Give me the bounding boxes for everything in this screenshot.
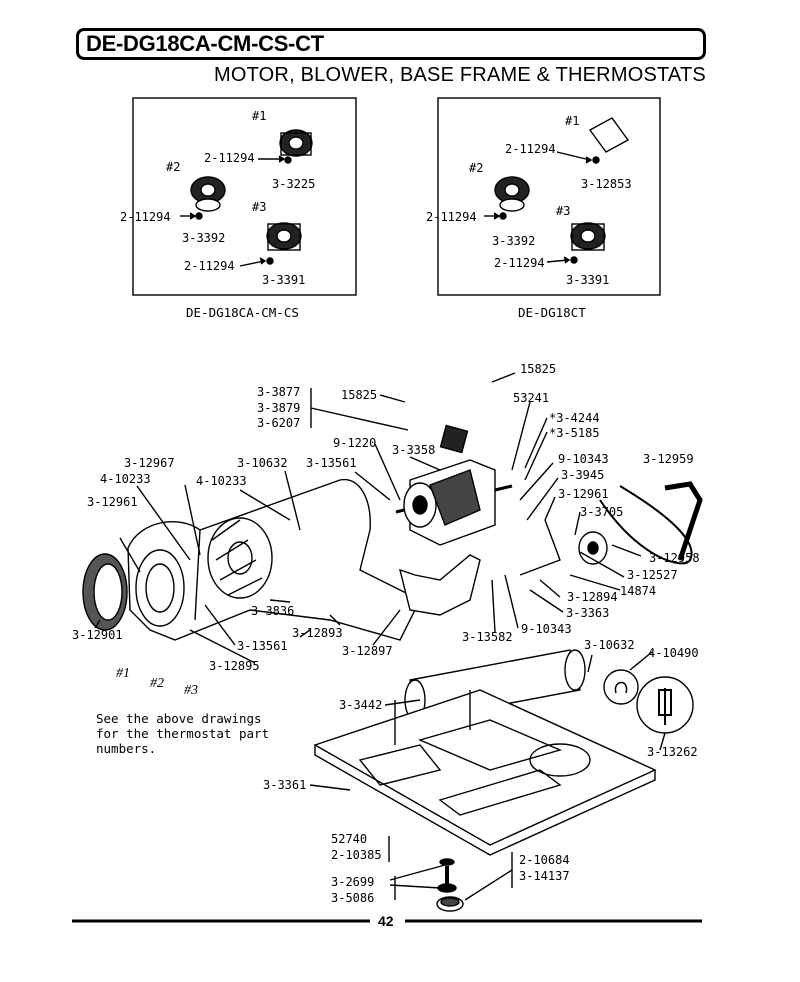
part-label-3-3442: 3-3442 (339, 698, 383, 712)
part-label-3-5086: 3-5086 (331, 891, 375, 905)
inset-left-frame (132, 97, 357, 296)
part-label-3-4244: *3-4244 (549, 411, 600, 425)
inset-right-thermostat-3-tag: #3 (556, 204, 571, 218)
part-label-9-10343-a: 9-10343 (558, 452, 609, 466)
part-label-3-3363: 3-3363 (566, 606, 610, 620)
part-label-3-12961-a: 3-12961 (87, 495, 138, 509)
part-label-3-13561-a: 3-13561 (306, 456, 357, 470)
part-label-3-6207: 3-6207 (257, 416, 301, 430)
inset-right-caption: DE-DG18CT (518, 305, 586, 320)
part-label-3-3361: 3-3361 (263, 778, 307, 792)
thermostat-1-left-icon (279, 129, 313, 157)
blower-seal-ring-icon (82, 553, 128, 631)
inset-left-part-3-label: 3-3391 (262, 273, 306, 287)
part-label-3-3879: 3-3879 (257, 401, 301, 415)
part-label-3-13561-b: 3-13561 (237, 639, 288, 653)
part-label-3-3945: 3-3945 (561, 468, 605, 482)
blower-housing-icon (127, 478, 421, 641)
thermostat-3-position-tag: #3 (184, 683, 198, 698)
part-label-3-12961-b: 3-12961 (558, 487, 609, 501)
base-frame-icon (313, 689, 657, 856)
part-label-3-3705: 3-3705 (580, 505, 624, 519)
part-label-3-2699: 3-2699 (331, 875, 375, 889)
part-label-4-10490: 4-10490 (648, 646, 699, 660)
idler-pulley-icon (519, 519, 608, 576)
inset-left-thermostat-3-tag: #3 (252, 200, 267, 214)
part-label-9-1220: 9-1220 (333, 436, 377, 450)
part-label-3-13262: 3-13262 (647, 745, 698, 759)
inset-right-thermostat-1-tag: #1 (565, 114, 580, 128)
part-label-15825-a: 15825 (341, 388, 378, 402)
part-label-3-12894: 3-12894 (567, 590, 618, 604)
part-label-2-10684: 2-10684 (519, 853, 570, 867)
part-label-3-3358: 3-3358 (392, 443, 436, 457)
part-label-3-10632-b: 3-10632 (584, 638, 635, 652)
thermostat-2-position-tag: #2 (150, 676, 164, 691)
thermostat-note: See the above drawings for the thermosta… (96, 711, 270, 756)
inset-left-caption: DE-DG18CA-CM-CS (186, 305, 299, 320)
part-label-9-10343-b: 9-10343 (521, 622, 572, 636)
drive-belt-icon (599, 481, 703, 565)
leveling-leg-icon (436, 858, 464, 912)
part-label-3-12958: 3-12958 (649, 551, 700, 565)
part-label-3-13582: 3-13582 (462, 630, 513, 644)
thermostat-1-position-tag: #1 (116, 666, 130, 681)
title-frame (76, 28, 706, 60)
inset-right-frame (437, 97, 661, 296)
inset-right-screw-2-label: 2-11294 (426, 210, 477, 224)
part-label-3-12959: 3-12959 (643, 452, 694, 466)
part-label-3-12893: 3-12893 (292, 626, 343, 640)
part-label-3-3836: 3-3836 (251, 604, 295, 618)
thermostat-3-right-icon (570, 222, 606, 251)
inset-left-screw-1-label: 2-11294 (204, 151, 255, 165)
part-label-3-10632-a: 3-10632 (237, 456, 288, 470)
inset-left-thermostat-1-tag: #1 (252, 109, 267, 123)
blower-wheel-icon (207, 517, 273, 599)
inset-left-thermostat-2-tag: #2 (166, 160, 181, 174)
thermostat-3-left-icon (266, 222, 302, 251)
part-label-3-12901: 3-12901 (72, 628, 123, 642)
section-title: MOTOR, BLOWER, BASE FRAME & THERMOSTATS (214, 64, 706, 86)
inset-right-part-1-label: 3-12853 (581, 177, 632, 191)
part-label-2-10385: 2-10385 (331, 848, 382, 862)
inset-left-part-2-label: 3-3392 (182, 231, 226, 245)
inset-left-screw-2-label: 2-11294 (120, 210, 171, 224)
part-label-15825-b: 15825 (520, 362, 557, 376)
part-label-3-3877: 3-3877 (257, 385, 301, 399)
page-number: 42 (378, 913, 394, 929)
thermostat-1-right-icon (588, 117, 630, 153)
inset-right-thermostat-2-tag: #2 (469, 161, 484, 175)
inset-right-screw-1-label: 2-11294 (505, 142, 556, 156)
drive-motor-icon (395, 424, 513, 546)
inset-left-screw-3-label: 2-11294 (184, 259, 235, 273)
thermostat-2-right-icon (494, 176, 530, 212)
part-label-53241: 53241 (513, 391, 550, 405)
part-label-14874: 14874 (620, 584, 657, 598)
inset-right-screw-3-label: 2-11294 (494, 256, 545, 270)
model-title: DE-DG18CA-CM-CS-CT (86, 31, 324, 56)
part-label-4-10233-a: 4-10233 (100, 472, 151, 486)
part-label-3-12527: 3-12527 (627, 568, 678, 582)
inset-right-part-2-label: 3-3392 (492, 234, 536, 248)
part-label-3-14137: 3-14137 (519, 869, 570, 883)
part-label-3-12895: 3-12895 (209, 659, 260, 673)
part-label-4-10233-b: 4-10233 (196, 474, 247, 488)
inset-right-part-3-label: 3-3391 (566, 273, 610, 287)
part-label-3-5185: *3-5185 (549, 426, 600, 440)
part-label-52740: 52740 (331, 832, 368, 846)
part-label-3-12897: 3-12897 (342, 644, 393, 658)
inset-left-part-1-label: 3-3225 (272, 177, 316, 191)
thermostat-2-left-icon (190, 176, 226, 212)
part-label-3-12967: 3-12967 (124, 456, 175, 470)
